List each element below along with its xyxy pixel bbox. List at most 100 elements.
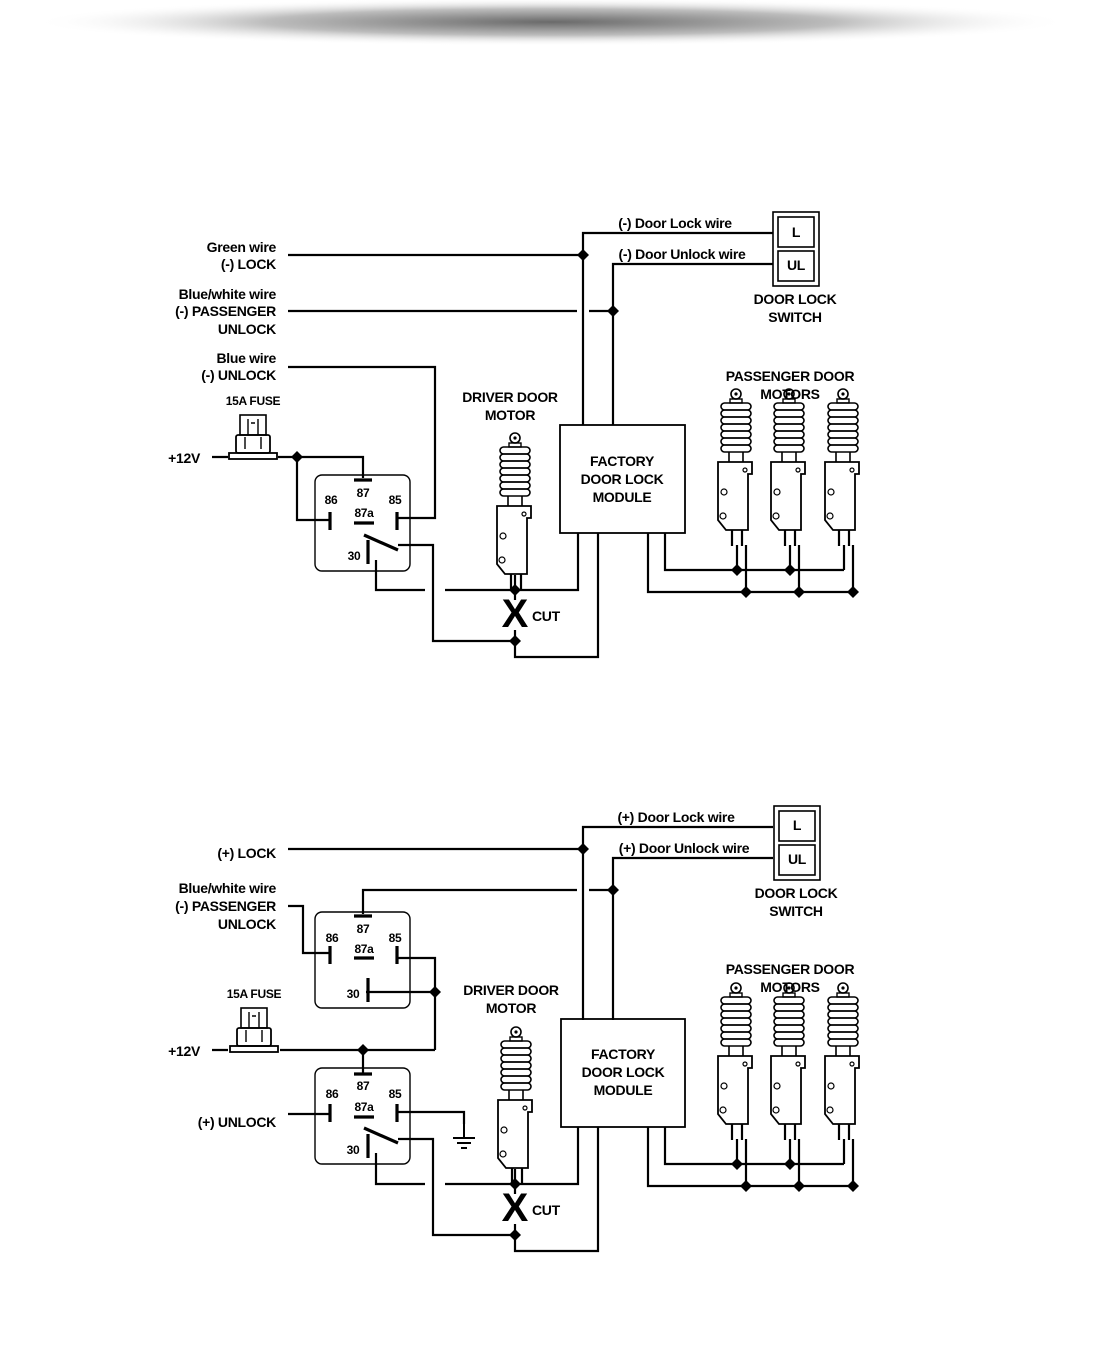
driver-motor-icon bbox=[496, 1025, 534, 1186]
module-label-3: MODULE bbox=[593, 489, 652, 505]
relay-a-pin-30: 30 bbox=[347, 987, 360, 1001]
node bbox=[429, 986, 441, 998]
fuse-label: 15A FUSE bbox=[226, 394, 281, 408]
passenger-motor-icon-2 bbox=[769, 981, 807, 1142]
relay-pin-87a: 87a bbox=[354, 506, 374, 520]
relay-b-30-wire bbox=[374, 1153, 510, 1186]
passenger-bus-2 bbox=[663, 533, 790, 572]
node bbox=[740, 1180, 752, 1192]
relay-pin-30: 30 bbox=[348, 549, 361, 563]
driver-motor-label-1: DRIVER DOOR bbox=[463, 982, 559, 998]
passenger-label: (-) PASSENGER bbox=[175, 303, 276, 319]
relay-b-pin-87a: 87a bbox=[354, 1100, 374, 1114]
node bbox=[577, 249, 589, 261]
diagram-1: Green wire (-) LOCK Blue/white wire (-) … bbox=[168, 211, 861, 659]
switch-title-1: DOOR LOCK bbox=[754, 291, 837, 307]
relay-87a-wire bbox=[398, 543, 515, 643]
relay-a-pin-85: 85 bbox=[389, 931, 402, 945]
switch-title-2: SWITCH bbox=[768, 309, 822, 325]
node bbox=[847, 586, 859, 598]
fuse-label: 15A FUSE bbox=[227, 987, 282, 1001]
unlock-label: (+) UNLOCK bbox=[198, 1114, 276, 1130]
node bbox=[847, 1180, 859, 1192]
relay-87-wire bbox=[297, 455, 365, 478]
relay-a-85-wire bbox=[397, 956, 437, 1050]
driver-motor-label-2: MOTOR bbox=[485, 407, 536, 423]
relay-pin-86: 86 bbox=[325, 493, 338, 507]
passenger-label: (-) PASSENGER bbox=[175, 898, 276, 914]
passenger-motor-leads bbox=[735, 545, 855, 592]
door-lock-wire-label: (-) Door Lock wire bbox=[618, 215, 732, 231]
driver-motor-label-2: MOTOR bbox=[486, 1000, 537, 1016]
node bbox=[731, 564, 743, 576]
door-lock-wire bbox=[581, 231, 773, 255]
door-unlock-wire-label: (+) Door Unlock wire bbox=[619, 840, 750, 856]
door-lock-wire-label: (+) Door Lock wire bbox=[617, 809, 735, 825]
relay-a-pin-87a: 87a bbox=[354, 942, 374, 956]
fuse-icon bbox=[228, 414, 278, 460]
node bbox=[291, 451, 303, 463]
lock-label: (+) LOCK bbox=[217, 845, 276, 861]
green-wire-label: Green wire bbox=[207, 239, 277, 255]
module-driver-wire bbox=[520, 1127, 580, 1186]
switch-title-2: SWITCH bbox=[769, 903, 823, 919]
node bbox=[793, 586, 805, 598]
node bbox=[607, 884, 619, 896]
diagram-2: (+) LOCK Blue/white wire (-) PASSENGER U… bbox=[168, 805, 861, 1253]
relay-a-box bbox=[314, 911, 411, 1009]
module-box bbox=[560, 1018, 686, 1128]
plus12v-label: +12V bbox=[168, 450, 201, 466]
bluewhite-wire-label: Blue/white wire bbox=[179, 880, 277, 896]
passenger-motor-leads bbox=[735, 1139, 855, 1186]
passenger-bus-1 bbox=[646, 1127, 853, 1188]
node bbox=[731, 1158, 743, 1170]
relay-contacts bbox=[328, 478, 399, 564]
passenger-unlock-label: UNLOCK bbox=[218, 321, 276, 337]
node bbox=[509, 635, 521, 647]
passenger-motor-icon-1 bbox=[716, 387, 754, 548]
relay-b-contacts bbox=[328, 1072, 399, 1158]
passenger-bus-2 bbox=[663, 1127, 790, 1166]
switch-unlock-key[interactable]: UL bbox=[787, 257, 806, 273]
passenger-motor-icon-1 bbox=[716, 981, 754, 1142]
passenger-bus-1 bbox=[646, 533, 853, 594]
relay-a-87-wire bbox=[361, 888, 613, 914]
driver-motor-icon bbox=[495, 431, 533, 592]
door-unlock-wire bbox=[611, 856, 773, 890]
switch-lock-key[interactable]: L bbox=[793, 817, 802, 833]
relay-b-pin-86: 86 bbox=[326, 1087, 339, 1101]
module-label-1: FACTORY bbox=[591, 1046, 656, 1062]
cut-label: CUT bbox=[532, 1202, 561, 1218]
module-box bbox=[559, 424, 686, 534]
ground-icon bbox=[452, 1123, 476, 1149]
module-return-wire bbox=[513, 533, 600, 659]
switch-lock-key[interactable]: L bbox=[792, 224, 801, 240]
relay-b-pin-85: 85 bbox=[389, 1087, 402, 1101]
unlock-label: (-) UNLOCK bbox=[201, 367, 276, 383]
relay-86-wire bbox=[295, 457, 330, 522]
relay-b-pin-87: 87 bbox=[357, 1079, 370, 1093]
passenger-motor-icon-2 bbox=[769, 387, 807, 548]
switch-title-1: DOOR LOCK bbox=[755, 885, 838, 901]
node bbox=[357, 1044, 369, 1056]
relay-b-87a-wire bbox=[398, 1137, 515, 1237]
door-unlock-wire bbox=[611, 262, 773, 311]
blue-wire-label: Blue wire bbox=[216, 350, 276, 366]
relay-box bbox=[314, 474, 411, 572]
module-label-3: MODULE bbox=[594, 1082, 653, 1098]
module-label-2: DOOR LOCK bbox=[582, 1064, 665, 1080]
lock-label: (-) LOCK bbox=[221, 256, 276, 272]
node bbox=[740, 586, 752, 598]
fuse-icon bbox=[229, 1007, 279, 1053]
passenger-motor-icon-3 bbox=[823, 981, 861, 1142]
cut-x-icon: X bbox=[502, 592, 529, 636]
module-label-2: DOOR LOCK bbox=[581, 471, 664, 487]
door-lock-wire bbox=[581, 825, 773, 849]
node bbox=[607, 305, 619, 317]
module-label-1: FACTORY bbox=[590, 453, 655, 469]
relay-a-contacts bbox=[328, 914, 399, 1002]
relay-a-pin-86: 86 bbox=[326, 931, 339, 945]
switch-unlock-key[interactable]: UL bbox=[788, 851, 807, 867]
